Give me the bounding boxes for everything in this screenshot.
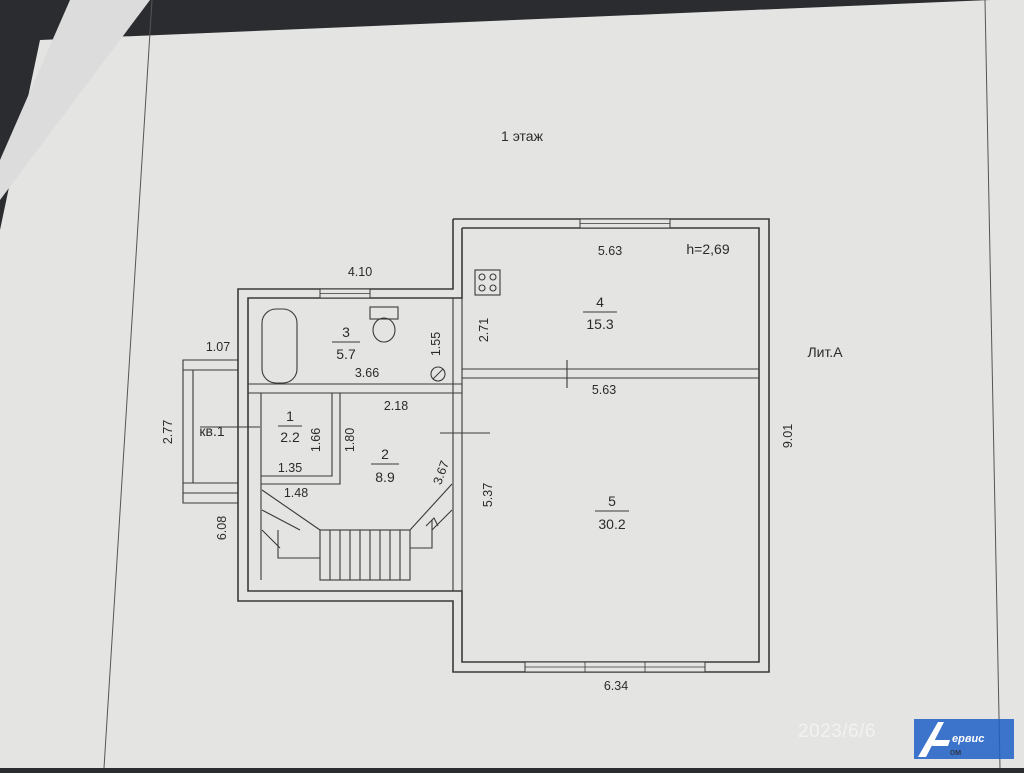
room-label-1: 1 2.2 [278,408,302,445]
paper-edge-line-right [984,0,1001,769]
room-label-4: 4 15.3 [583,294,617,332]
dim-room4-height: 2.71 [477,318,491,342]
dim-room1-height: 1.66 [309,428,323,452]
dim-room1-width: 1.35 [278,461,302,475]
company-logo: ервис ом [914,719,1014,759]
dim-right-total: 9.01 [781,424,795,448]
room-number: 1 [286,408,294,424]
toilet-icon [369,306,399,343]
dim-stair-top: 1.48 [284,486,308,500]
room-area: 5.7 [336,346,356,362]
dim-room2-height: 1.80 [343,428,357,452]
room-area: 30.2 [598,516,625,532]
dim-top-left-width: 4.10 [348,265,372,279]
dim-left-total: 6.08 [215,516,229,540]
logo-subtext: ом [950,747,961,757]
dim-hall-width: 2.18 [384,399,408,413]
dim-room4-top: 5.63 [598,244,622,258]
dim-room45-divider: 5.63 [592,383,616,397]
building-letter: Лит.А [807,344,843,360]
logo-text: ервис [952,733,984,745]
room-label-5: 5 30.2 [595,493,629,532]
room-number: 5 [608,493,616,509]
porch [182,359,238,504]
room-label-3: 3 5.7 [332,324,360,362]
dim-room3-height: 1.55 [429,332,443,356]
paper-edge-line-left [103,0,153,769]
room-number: 4 [596,294,604,310]
paper-curl [0,0,150,200]
dim-room5-height: 5.37 [481,483,495,507]
boiler-icon [430,366,446,382]
dim-porch-height: 2.77 [161,420,175,444]
dim-bottom-width: 6.34 [604,679,628,693]
room-area: 2.2 [280,429,300,445]
bathtub-icon [261,308,298,384]
room-label-2: 2 8.9 [371,446,399,485]
room-number: 2 [381,446,389,462]
ceiling-height-label: h=2,69 [686,241,729,257]
apartment-label: кв.1 [199,423,224,439]
interior-walls [248,298,759,591]
dim-porch-width: 1.07 [206,340,230,354]
room-area: 8.9 [375,469,395,485]
windows [319,218,706,673]
room-area: 15.3 [586,316,613,332]
date-stamp: 2023/6/6 [798,721,876,742]
room-number: 3 [342,324,350,340]
door-marks [200,360,568,434]
stove-icon [474,269,501,296]
staircase [261,483,453,581]
dim-room3-width: 3.66 [355,366,379,380]
floor-title: 1 этаж [501,128,544,144]
